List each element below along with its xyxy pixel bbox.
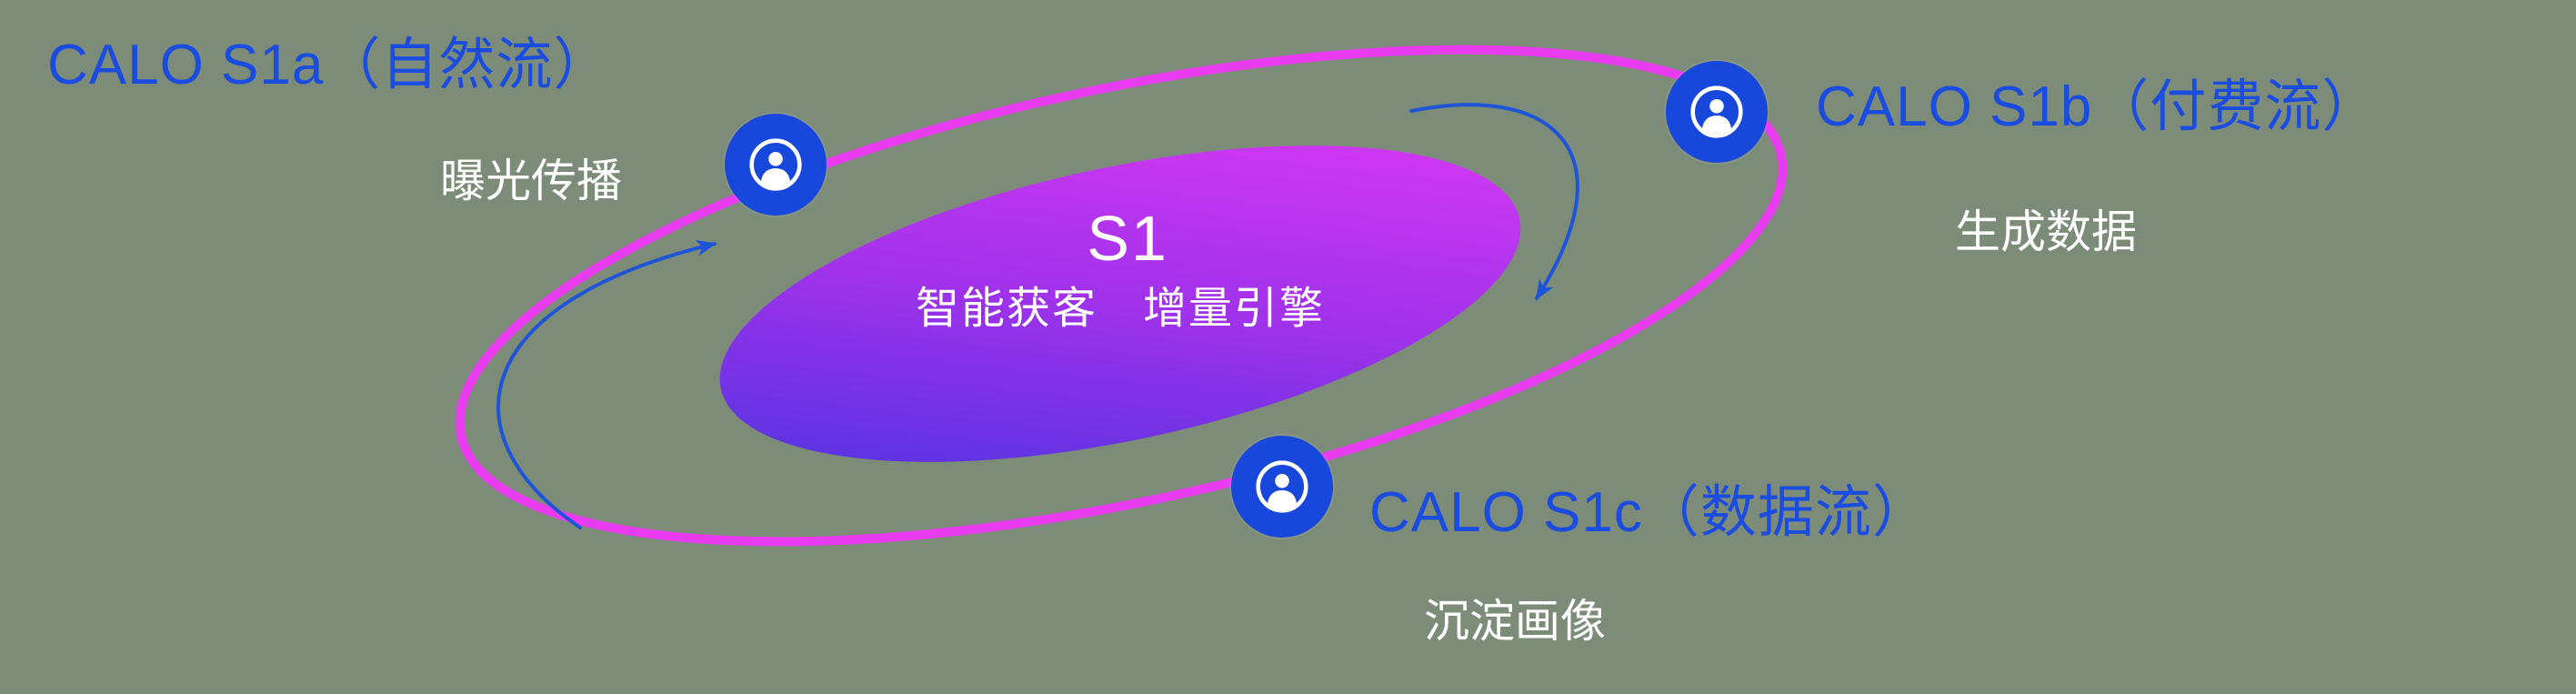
- node-s1a-subtitle: 曝光传播: [440, 156, 622, 206]
- node-s1b: [1666, 61, 1768, 163]
- user-circle-icon: [1253, 458, 1311, 516]
- node-s1b-subtitle: 生成数据: [1955, 206, 2137, 257]
- node-s1b-title: CALO S1b（付费流）: [1816, 75, 2380, 138]
- user-circle-icon: [1688, 83, 1746, 141]
- flow-arrow-right-icon: [1409, 103, 1579, 300]
- core-subtitle: 智能获客 增量引擎: [915, 285, 1325, 333]
- user-circle-icon: [747, 136, 805, 194]
- node-s1c-subtitle: 沉淀画像: [1424, 596, 1606, 647]
- flow-arrow-left-icon: [496, 239, 717, 529]
- core-ellipse: [719, 146, 1521, 462]
- node-s1c-title: CALO S1c（数据流）: [1369, 481, 1929, 544]
- core-title: S1: [1087, 203, 1168, 274]
- node-s1a: [725, 114, 827, 216]
- node-s1a-title: CALO S1a（自然流）: [47, 34, 611, 96]
- orbit-ring: [455, 45, 1788, 547]
- node-s1c: [1231, 436, 1333, 538]
